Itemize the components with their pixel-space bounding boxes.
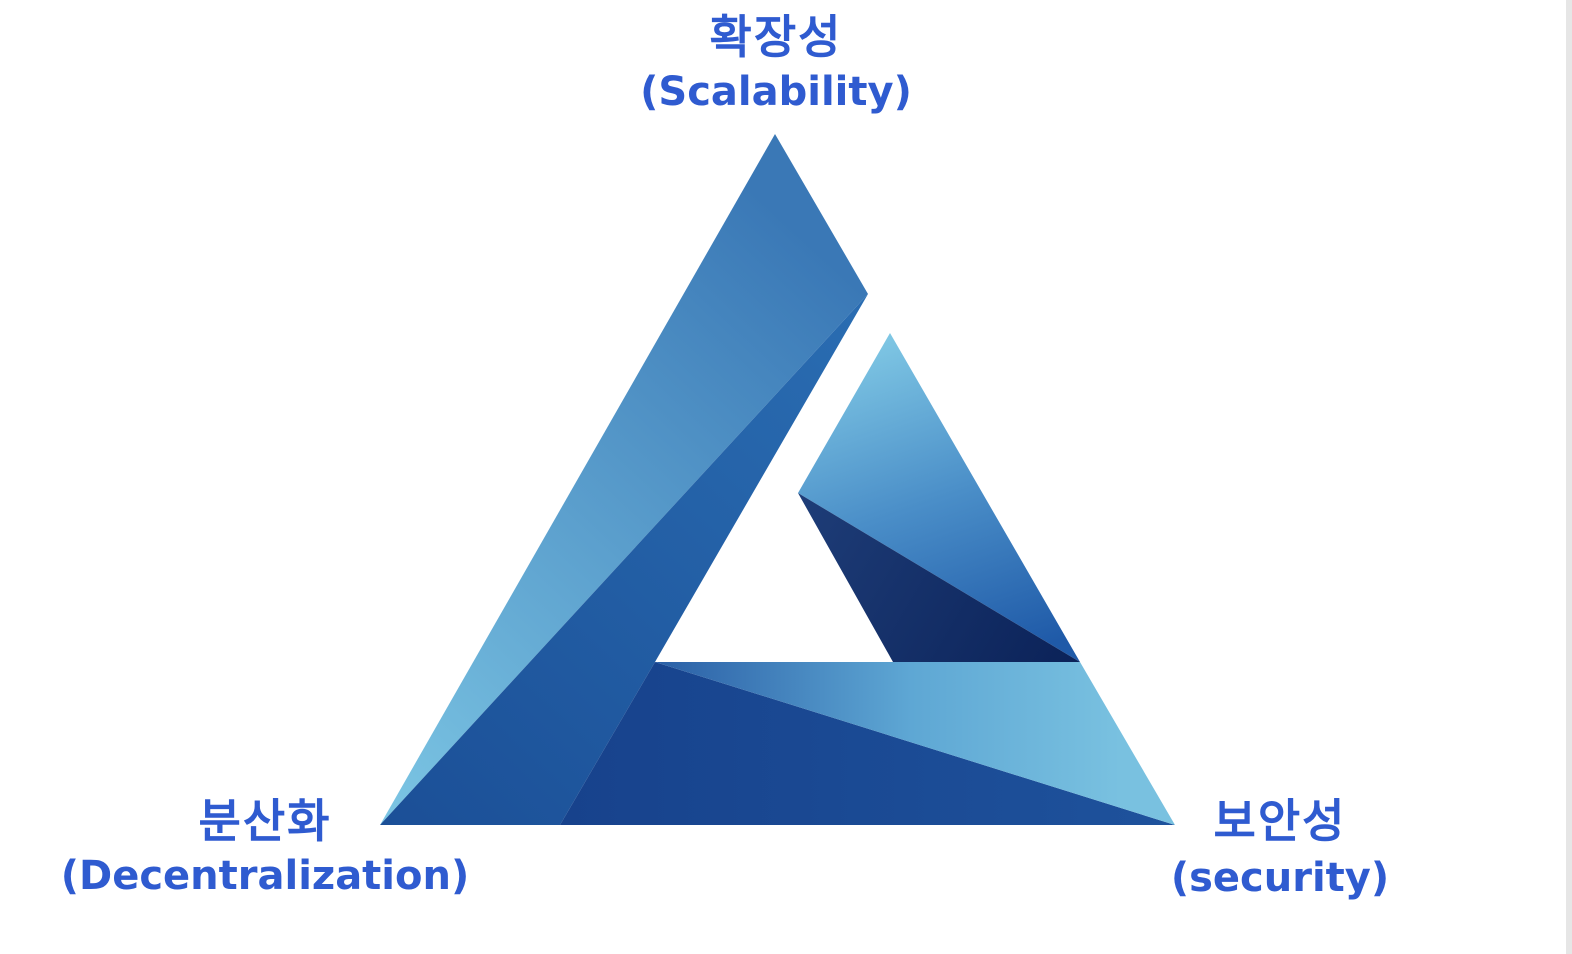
right-arm-light-face	[798, 333, 1080, 662]
scalability-english: (Scalability)	[640, 69, 912, 115]
security-korean: 보안성	[1213, 794, 1347, 848]
decentralization-english: (Decentralization)	[60, 853, 470, 899]
decentralization-label: 분산화 (Decentralization)	[30, 798, 500, 896]
scalability-korean: 확장성	[709, 10, 843, 64]
security-label: 보안성 (security)	[1140, 798, 1420, 898]
bottom-arm-dark-face	[560, 662, 1175, 825]
decentralization-korean: 분산화	[198, 794, 332, 848]
scalability-label: 확장성 (Scalability)	[576, 14, 976, 112]
right-arm-dark-face	[798, 493, 1080, 662]
bottom-arm-light-face	[655, 662, 1175, 825]
left-arm-outer-face	[380, 134, 868, 825]
right-edge-strip	[1566, 0, 1572, 954]
security-english: (security)	[1170, 855, 1390, 901]
left-arm-inner-face	[380, 294, 868, 825]
